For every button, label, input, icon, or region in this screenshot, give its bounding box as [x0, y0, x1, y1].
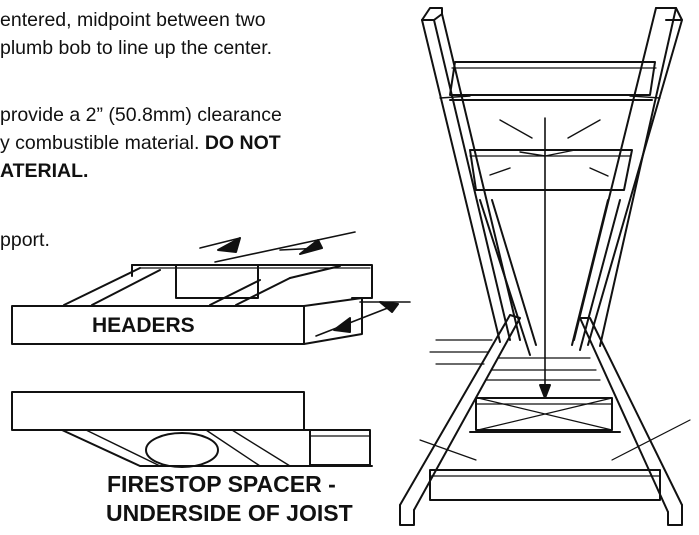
- instruction-line-2: plumb bob to line up the center.: [0, 37, 273, 59]
- firestop-label-line-2: UNDERSIDE OF JOIST: [106, 500, 353, 526]
- instruction-line-4-regular: y combustible material.: [0, 132, 205, 154]
- headers-label: HEADERS: [92, 314, 195, 337]
- instruction-line-6: pport.: [0, 229, 50, 251]
- instruction-line-5: ATERIAL.: [0, 160, 89, 182]
- firestop-label-line-1: FIRESTOP SPACER -: [107, 471, 336, 497]
- instruction-line-1: entered, midpoint between two: [0, 9, 266, 31]
- instruction-line-4-bold: DO NOT: [204, 132, 281, 154]
- instruction-line-4: y combustible material. DO NOT: [0, 131, 281, 155]
- instruction-line-3: provide a 2” (50.8mm) clearance: [0, 104, 282, 126]
